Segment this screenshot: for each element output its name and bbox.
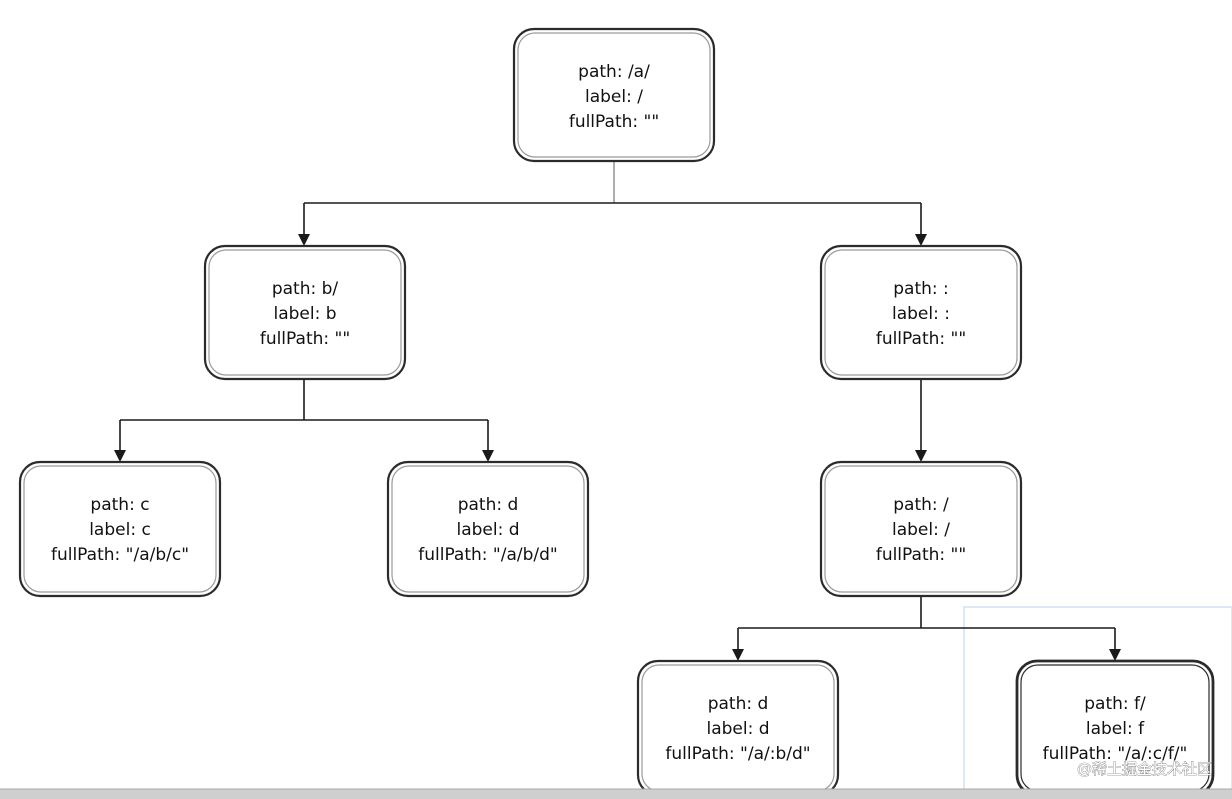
node-d1-box-inner	[391, 465, 585, 593]
node-root-box-inner	[517, 32, 711, 158]
node-d1-fullpath: fullPath: "/a/b/d"	[418, 545, 558, 565]
node-slash-label: label: /	[892, 520, 950, 540]
node-b-path: path: b/	[272, 279, 339, 299]
node-slash-box-inner	[824, 465, 1018, 593]
node-d2-fullpath: fullPath: "/a/:b/d"	[665, 744, 810, 764]
arrow-to-colon	[915, 234, 927, 246]
node-d2-path: path: d	[708, 694, 769, 714]
node-root-fullpath: fullPath: ""	[569, 112, 659, 132]
node-f-label: label: f	[1086, 719, 1145, 739]
node-b-fullpath: fullPath: ""	[260, 329, 350, 349]
node-colon-fullpath: fullPath: ""	[876, 329, 966, 349]
node-d2: path: d label: d fullPath: "/a/:b/d"	[636, 659, 840, 797]
arrow-to-d1	[482, 450, 494, 462]
node-colon-path: path: :	[893, 279, 949, 299]
node-root-box	[512, 27, 716, 163]
node-slash-box	[819, 460, 1023, 598]
arrow-to-d2	[732, 649, 744, 661]
node-d1: path: d label: d fullPath: "/a/b/d"	[386, 460, 590, 598]
arrow-to-b	[298, 234, 310, 246]
bottom-strip	[0, 789, 1232, 799]
node-slash: path: / label: / fullPath: ""	[819, 460, 1023, 598]
node-slash-fullpath: fullPath: ""	[876, 545, 966, 565]
node-root: path: /a/ label: / fullPath: ""	[512, 27, 716, 163]
node-colon: path: : label: : fullPath: ""	[819, 244, 1023, 381]
node-d2-label: label: d	[706, 719, 769, 739]
node-b-label: label: b	[273, 304, 336, 324]
node-b: path: b/ label: b fullPath: ""	[203, 244, 407, 381]
node-b-box	[203, 244, 407, 381]
node-f-path: path: f/	[1084, 694, 1146, 714]
arrow-to-f	[1109, 649, 1121, 661]
arrow-to-slash	[915, 450, 927, 462]
selection-highlight	[963, 606, 1232, 799]
watermark: @稀土掘金技术社区	[1077, 760, 1212, 778]
node-colon-label: label: :	[892, 304, 950, 324]
node-d1-path: path: d	[458, 495, 519, 515]
node-c: path: c label: c fullPath: "/a/b/c"	[18, 460, 222, 598]
node-d1-label: label: d	[456, 520, 519, 540]
node-c-box	[18, 460, 222, 598]
node-root-label: label: /	[585, 87, 643, 107]
node-f: path: f/ label: f fullPath: "/a/:c/f/"	[1015, 659, 1215, 797]
node-b-box-inner	[208, 249, 402, 376]
node-d1-box	[386, 460, 590, 598]
node-c-fullpath: fullPath: "/a/b/c"	[51, 545, 189, 565]
node-c-path: path: c	[90, 495, 149, 515]
arrow-to-c	[114, 450, 126, 462]
edges	[114, 161, 1121, 661]
node-slash-path: path: /	[893, 495, 949, 515]
node-root-path: path: /a/	[578, 62, 650, 82]
node-c-label: label: c	[89, 520, 151, 540]
node-colon-box-inner	[824, 249, 1018, 376]
node-f-fullpath: fullPath: "/a/:c/f/"	[1043, 744, 1188, 764]
node-c-box-inner	[23, 465, 217, 593]
node-colon-box	[819, 244, 1023, 381]
